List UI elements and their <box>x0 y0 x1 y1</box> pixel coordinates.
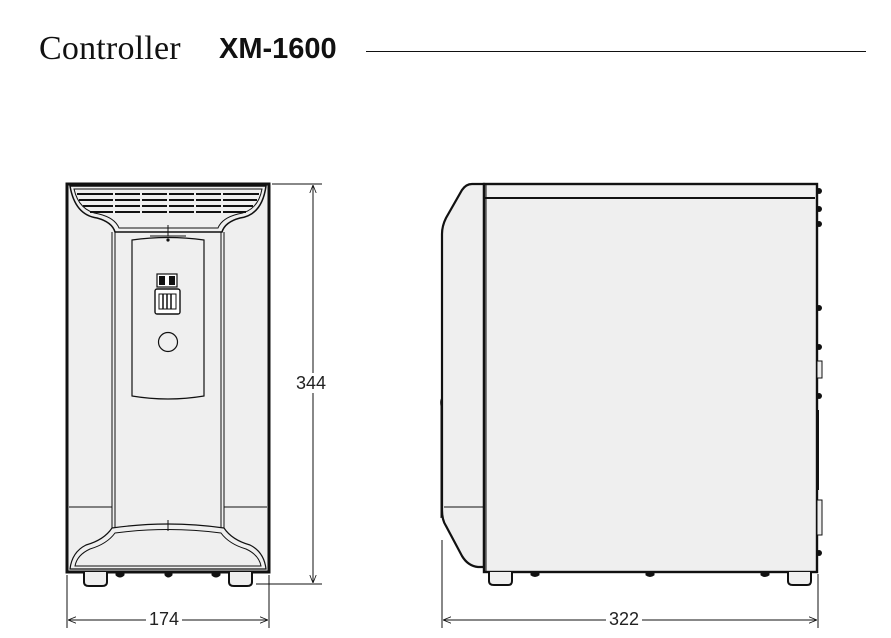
side-view <box>440 182 823 628</box>
width-dimension-label: 174 <box>146 609 183 629</box>
control-panel <box>131 236 205 400</box>
depth-dimension-label: 322 <box>606 609 643 629</box>
height-dimension-label: 344 <box>293 373 330 393</box>
feet <box>83 572 253 587</box>
rear-connectors <box>816 188 823 556</box>
model-name: XM-1600 <box>219 33 337 65</box>
feet <box>488 572 812 586</box>
front-view <box>65 182 322 628</box>
power-button-icon <box>157 331 179 353</box>
page-header: Controller XM-1600 <box>39 28 869 72</box>
title-rule <box>366 51 866 52</box>
title-prefix: Controller <box>39 30 181 67</box>
vent-grille-icon <box>69 185 267 233</box>
